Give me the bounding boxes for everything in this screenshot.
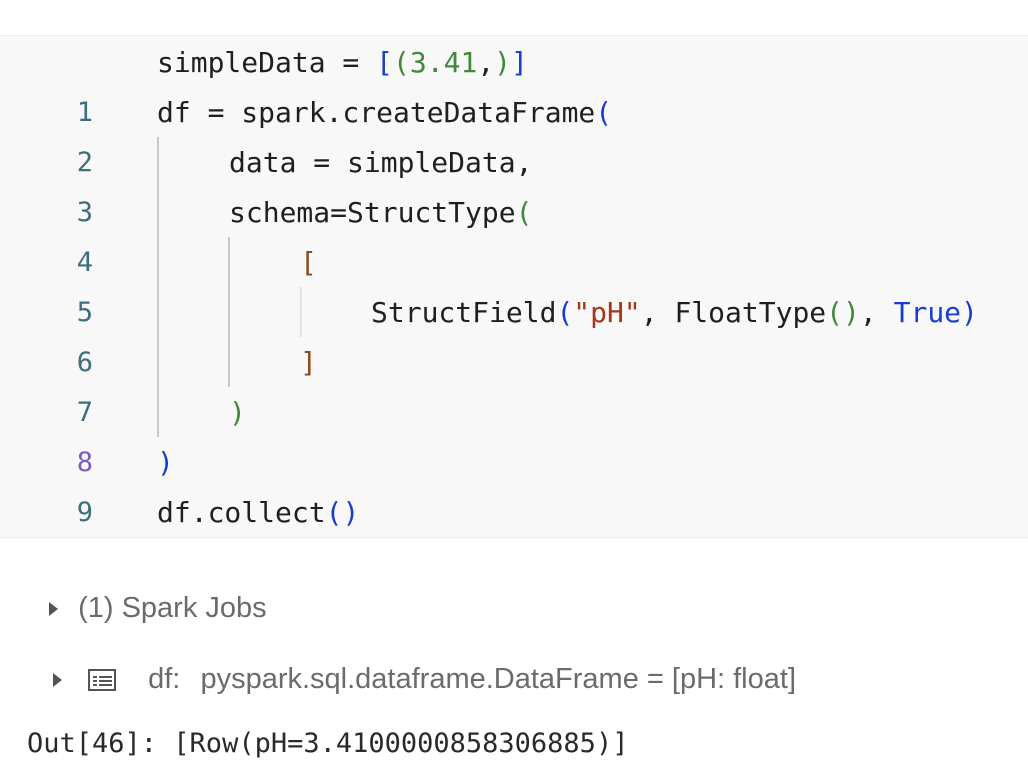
expand-triangle-icon[interactable] <box>53 673 62 688</box>
line-number: 7 <box>76 397 93 428</box>
code-text[interactable]: [ <box>300 246 317 279</box>
df-name: df: <box>148 663 181 695</box>
line-number: 9 <box>76 497 93 528</box>
code-text[interactable]: schema=StructType( <box>229 196 533 229</box>
line-number: 2 <box>76 147 93 178</box>
code-text[interactable]: data = simpleData, <box>229 146 533 179</box>
code-text[interactable]: StructField("pH", FloatType(), True) <box>371 296 978 329</box>
code-text[interactable]: ] <box>300 346 317 379</box>
cell-output-result: Out[46]: [Row(pH=3.4100000858306885)] <box>27 728 629 759</box>
table-icon <box>88 669 117 692</box>
line-number-active: 8 <box>76 447 93 478</box>
code-text[interactable]: df = spark.createDataFrame( <box>157 96 613 129</box>
dataframe-schema-toggle[interactable]: df: pyspark.sql.dataframe.DataFrame = [p… <box>0 659 796 699</box>
code-line[interactable]: 9 ) <box>0 438 1028 528</box>
line-number: 1 <box>76 97 93 128</box>
indent-guide-level3 <box>300 287 302 337</box>
code-line[interactable]: 7 ] <box>0 338 1028 428</box>
code-text[interactable]: ) <box>157 446 174 479</box>
indent-guide-level1 <box>157 137 159 437</box>
line-number: 3 <box>76 197 93 228</box>
line-number: 6 <box>76 347 93 378</box>
code-line[interactable]: 4 schema=StructType( <box>0 188 1028 278</box>
code-line[interactable]: 10 df.collect() <box>0 488 1028 537</box>
code-text[interactable]: df.collect() <box>157 496 360 529</box>
spark-jobs-toggle[interactable]: (1) Spark Jobs <box>0 588 267 628</box>
code-line[interactable]: 2 df = spark.createDataFrame( <box>0 88 1028 178</box>
code-cell-editor[interactable]: 1 simpleData = [(3.41,)] 2 df = spark.cr… <box>0 35 1028 538</box>
code-line[interactable]: 8 ) <box>0 388 1028 478</box>
code-line[interactable]: 3 data = simpleData, <box>0 138 1028 228</box>
line-number: 4 <box>76 247 93 278</box>
indent-guide-level2 <box>228 237 230 387</box>
spark-jobs-label[interactable]: (1) Spark Jobs <box>78 592 267 624</box>
code-text[interactable]: simpleData = [(3.41,)] <box>157 46 528 79</box>
expand-triangle-icon[interactable] <box>49 602 58 617</box>
code-text[interactable]: ) <box>229 396 246 429</box>
code-line[interactable]: 5 [ <box>0 238 1028 328</box>
code-line[interactable]: 1 simpleData = [(3.41,)] <box>0 38 1028 128</box>
line-number: 5 <box>76 297 93 328</box>
code-line[interactable]: 6 StructField("pH", FloatType(), True) <box>0 288 1028 378</box>
df-type: pyspark.sql.dataframe.DataFrame = [pH: f… <box>200 663 796 695</box>
